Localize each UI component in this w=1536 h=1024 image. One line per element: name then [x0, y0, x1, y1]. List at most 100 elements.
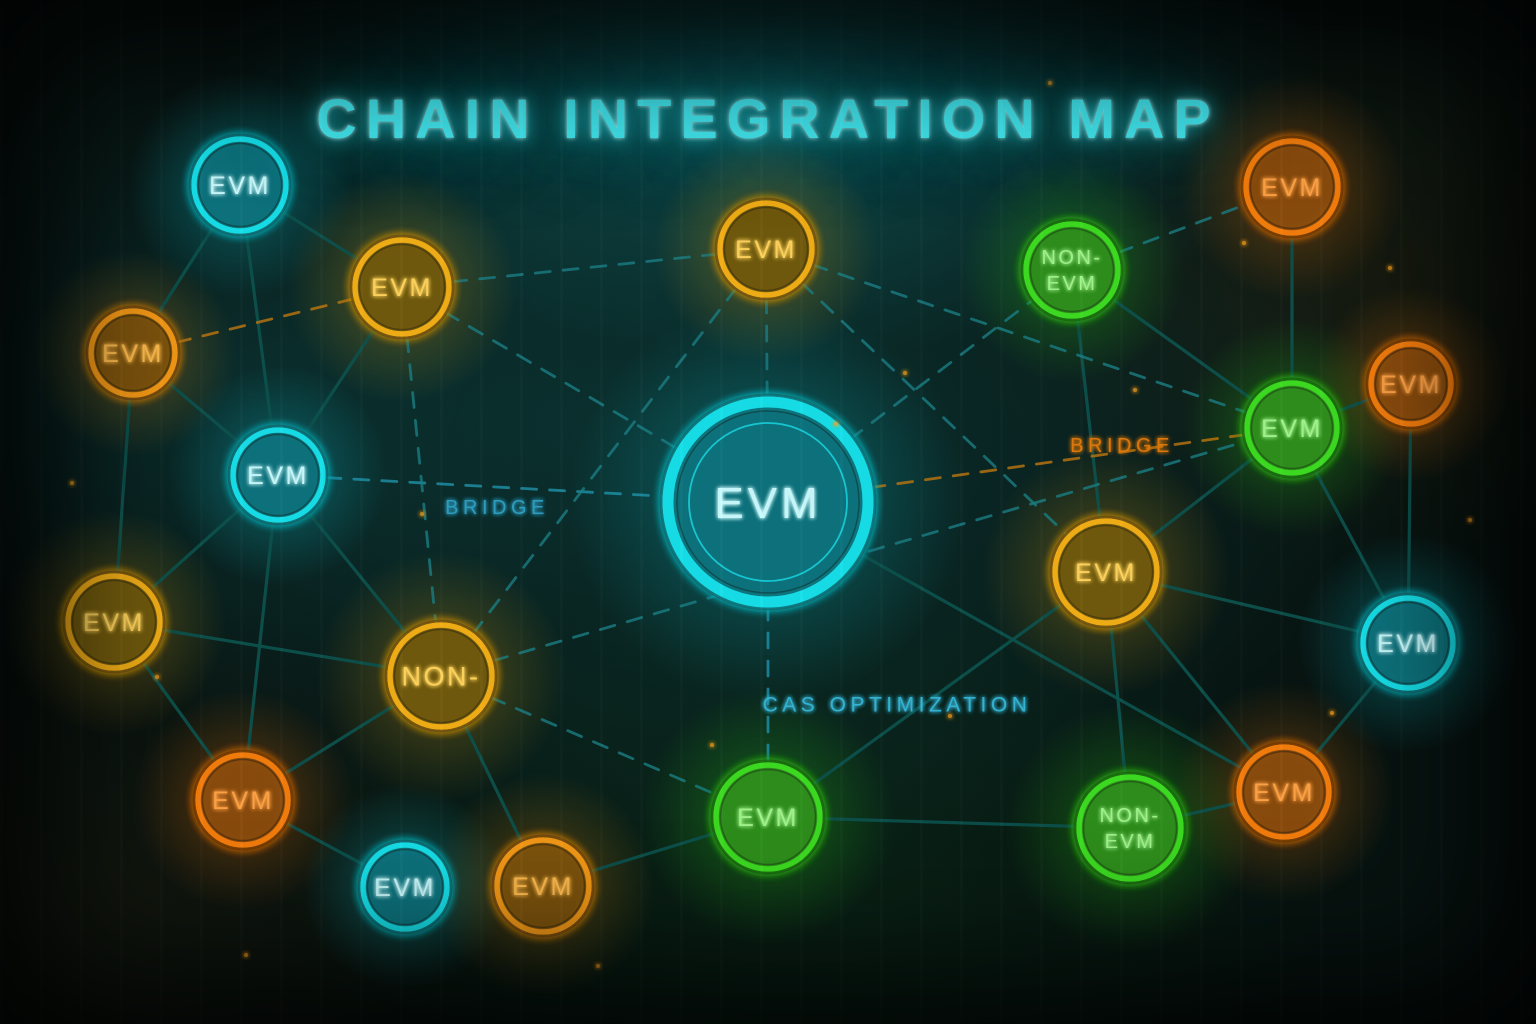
node-label-n1: EVM	[209, 172, 271, 200]
node-label-n20: EVM	[1253, 779, 1315, 807]
edge-n17-n20-solid	[1138, 612, 1256, 757]
edge-n2-n4-solid	[302, 327, 377, 437]
edge-n19-n20-solid	[1180, 801, 1239, 818]
annotation-bridge-right: BRIDGE	[1070, 435, 1174, 457]
edge-n18-n20-solid	[1313, 678, 1379, 757]
edge-n9-n12-solid	[588, 831, 718, 874]
edge-n13-n15-solid	[1110, 297, 1255, 402]
page-title: CHAIN INTEGRATION MAP	[316, 87, 1220, 150]
graph-node-n12-evm[interactable]: EVM	[710, 759, 826, 875]
background-speck	[1468, 518, 1472, 522]
node-label-n8: EVM	[374, 874, 436, 902]
background-speck	[70, 481, 74, 485]
edge-n2-n11-dashed	[443, 310, 681, 452]
edge-n4-n5-solid	[148, 505, 244, 591]
edge-n12-n17-solid	[810, 602, 1064, 787]
node-label-n9: EVM	[512, 873, 574, 901]
background-speck	[948, 714, 952, 718]
edge-n5-n7-solid	[141, 660, 217, 763]
background-speck	[244, 953, 248, 957]
graph-node-n19-non-evm[interactable]: NON- EVM	[1073, 771, 1187, 885]
edge-n10-n15-dashed	[811, 263, 1248, 414]
edge-n4-n7-solid	[246, 521, 275, 754]
edge-n2-n3-dashed	[175, 297, 355, 344]
node-label-n15: EVM	[1261, 415, 1323, 443]
graph-node-n1-evm[interactable]: EVM	[188, 133, 292, 237]
graph-node-n11-evm[interactable]: EVM	[659, 393, 877, 611]
edge-n12-n19-solid	[821, 817, 1078, 829]
graph-node-n17-evm[interactable]: EVM	[1049, 515, 1163, 629]
node-label-n11: EVM	[714, 479, 821, 528]
graph-node-n15-evm[interactable]: EVM	[1241, 377, 1343, 479]
background-speck	[903, 371, 907, 375]
background-speck	[1133, 388, 1137, 392]
graph-node-n5-evm[interactable]: EVM	[62, 570, 166, 674]
node-label-n18: EVM	[1377, 630, 1439, 658]
edge-n15-n16-solid	[1335, 397, 1373, 413]
node-label-n19: NON-	[1099, 805, 1160, 827]
graph-node-n8-evm[interactable]: EVM	[357, 839, 453, 935]
edge-n1-n2-solid	[279, 209, 362, 262]
edge-n11-n20-solid	[856, 550, 1244, 771]
edge-n3-n5-solid	[115, 396, 132, 575]
graph-node-n9-evm[interactable]: EVM	[491, 834, 595, 938]
graph-node-n16-evm[interactable]: EVM	[1365, 338, 1457, 430]
graph-node-n4-evm[interactable]: EVM	[227, 424, 329, 526]
node-label-n14: EVM	[1261, 174, 1323, 202]
node-label-n16: EVM	[1380, 371, 1442, 399]
graph-node-n7-evm[interactable]: EVM	[192, 749, 294, 851]
edge-n6-n7-solid	[282, 703, 397, 777]
annotation-layer: BRIDGE BRIDGE CAS OPTIMIZATION	[70, 81, 1472, 968]
graph-node-n20-evm[interactable]: EVM	[1233, 741, 1335, 843]
node-label-n6: NON-	[402, 662, 481, 692]
background-speck	[155, 675, 159, 679]
edge-layer	[115, 202, 1413, 874]
node-label-n17: EVM	[1075, 559, 1137, 587]
edge-n15-n18-solid	[1313, 468, 1387, 603]
edge-n15-n17-solid	[1147, 455, 1256, 541]
edge-n11-n15-dashed	[868, 433, 1246, 490]
graph-node-n13-non-evm[interactable]: NON- EVM	[1020, 218, 1124, 322]
edge-n16-n18-solid	[1406, 425, 1413, 597]
background-speck	[596, 964, 600, 968]
edge-n10-n11-dashed	[765, 296, 769, 401]
edge-n17-n18-solid	[1156, 582, 1363, 634]
background-speck	[420, 512, 424, 516]
node-label-n10: EVM	[735, 236, 797, 264]
edge-n1-n3-solid	[155, 224, 216, 317]
node-label-n3: EVM	[102, 340, 164, 368]
edge-n4-n11-dashed	[324, 476, 667, 498]
graph-node-n6-non[interactable]: NON-	[384, 619, 498, 733]
node-label-n2: EVM	[371, 274, 433, 302]
edge-n4-n6-solid	[306, 510, 409, 636]
edge-n6-n12-dashed	[489, 696, 719, 797]
edge-n2-n6-dashed	[405, 335, 438, 624]
node-label-n12: EVM	[737, 804, 799, 832]
node-label-n7: EVM	[212, 787, 274, 815]
node-label-n5: EVM	[83, 609, 145, 637]
graph-node-n2-evm[interactable]: EVM	[349, 234, 455, 340]
node-label-n4: EVM	[247, 462, 309, 490]
edge-n6-n15-dashed	[491, 439, 1248, 663]
background-speck	[1048, 81, 1052, 85]
graph-node-n18-evm[interactable]: EVM	[1357, 592, 1459, 694]
graph-node-n3-evm[interactable]: EVM	[85, 305, 181, 401]
background-speck	[834, 422, 838, 426]
node-label-n19: EVM	[1105, 831, 1156, 853]
background-speck	[1242, 241, 1246, 245]
background-speck	[1388, 266, 1392, 270]
graph-node-n14-evm[interactable]: EVM	[1240, 135, 1344, 239]
graph-node-n10-evm[interactable]: EVM	[714, 197, 818, 301]
edge-n1-n4-solid	[244, 232, 274, 429]
annotation-bridge-left: BRIDGE	[445, 497, 549, 519]
background-speck	[1330, 711, 1334, 715]
edge-n10-n17-dashed	[800, 281, 1069, 537]
edge-n10-n6-dashed	[472, 286, 738, 635]
node-label-n13: NON-	[1041, 247, 1102, 269]
edge-n7-n8-solid	[283, 821, 367, 868]
edge-n11-n13-dashed	[848, 298, 1035, 441]
node-label-n13: EVM	[1047, 273, 1098, 295]
annotation-cas-optimization: CAS OPTIMIZATION	[763, 694, 1032, 717]
edge-n3-n4-solid	[165, 380, 243, 446]
